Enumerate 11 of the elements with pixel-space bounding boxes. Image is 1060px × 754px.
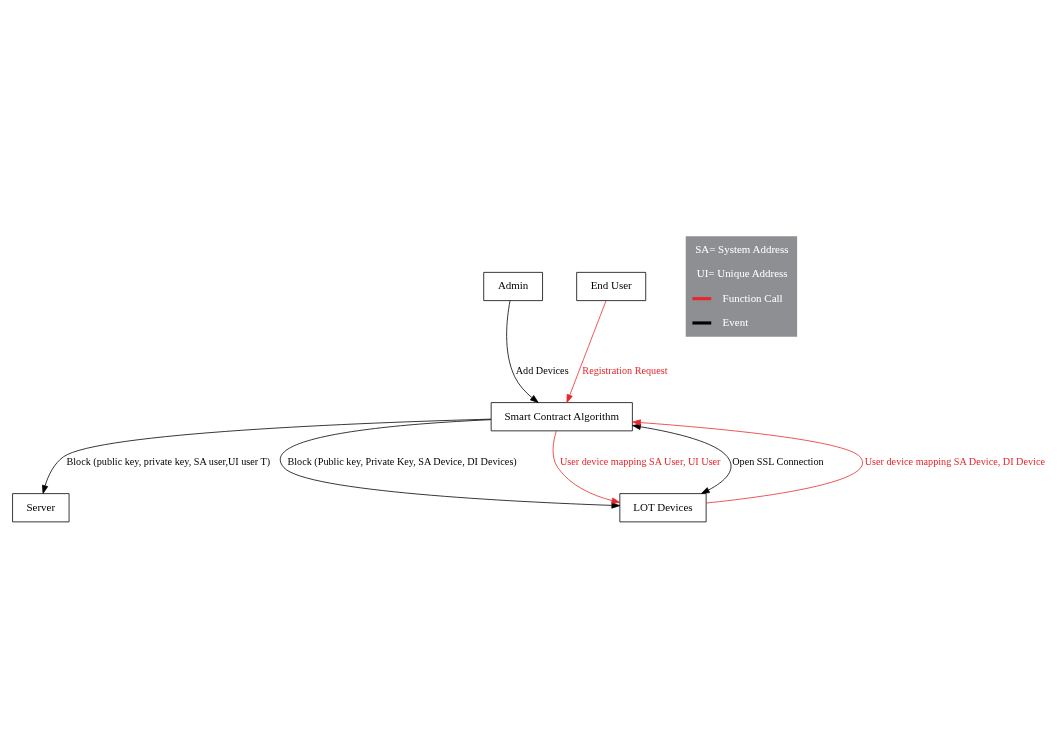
edge-label: Block (public key, private key, SA user,UI user T) (66, 455, 271, 467)
edge-label: Registration Request (582, 364, 668, 376)
label: UI= Unique Address (696, 266, 788, 279)
edge-label: Block (Public key, Private Key, SA Device, DI Devices) (287, 455, 517, 467)
edge-label: User device mapping SA Device, DI Device (864, 455, 1045, 467)
edge-label: User device mapping SA User, UI User (559, 455, 721, 467)
edge-label: Add Devices (515, 364, 569, 376)
legend-label: Function Call (722, 291, 783, 304)
label: SA= System Address (695, 242, 789, 255)
legend-label: Event (722, 315, 749, 328)
edge-label: Open SSL Connection (732, 455, 824, 467)
